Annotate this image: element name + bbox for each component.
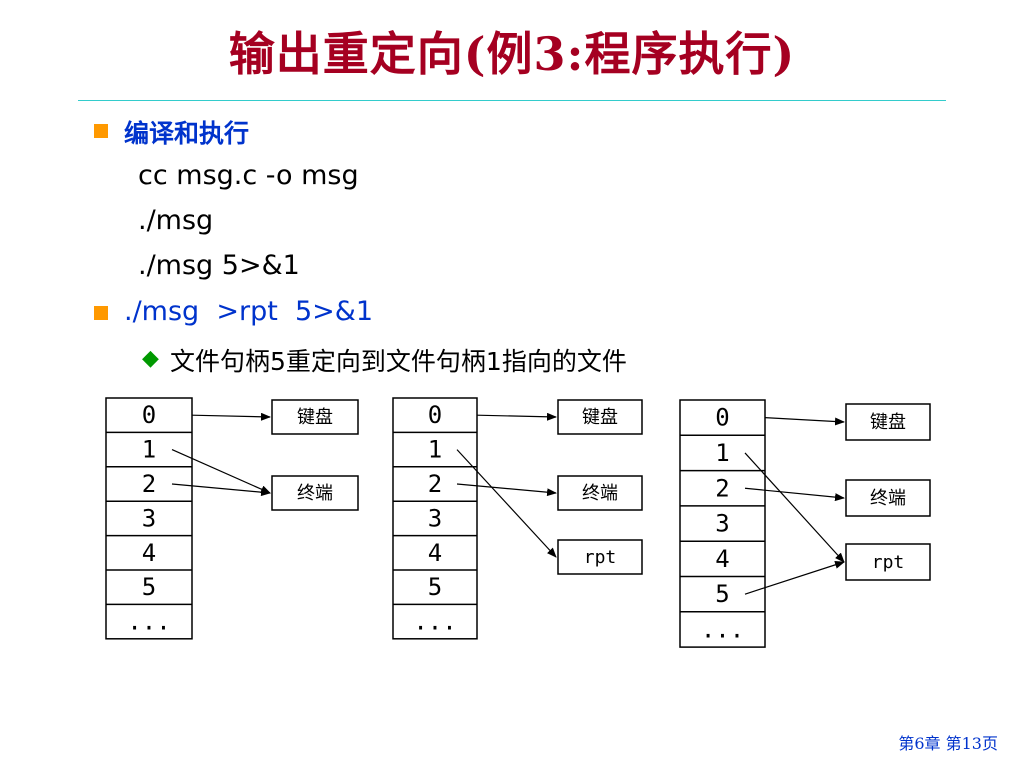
fd-cell-label: 4 [428,539,442,567]
redirect-arrow [744,452,845,563]
target-box [845,543,931,581]
page-footer: 第6章 第13页 [898,734,998,753]
fd-cell-label: 4 [715,545,729,573]
redirect-arrow [191,412,271,421]
target-box [845,479,931,517]
redirect-arrow [744,487,845,502]
target-box [557,399,643,435]
fd-cell-label: 2 [142,470,156,498]
redirect-arrow [456,483,557,497]
redirect-arrow [171,483,271,497]
fd-cell-label: 3 [715,510,729,538]
fd-table [392,397,478,640]
fd-cell-label: ... [127,608,170,636]
fd-table [105,397,193,640]
fd-cell-label: 0 [142,401,156,429]
square-bullet-icon [94,124,108,138]
fd-cell-label: 2 [715,474,729,502]
fd-cell-label: 4 [142,539,156,567]
fd-cell-label: 3 [428,504,442,532]
command-line: ./msg 5>&1 [138,250,300,281]
target-label: 终端 [582,483,618,504]
fd-cell-label: 1 [428,436,442,464]
fd-table [679,399,766,648]
bullet-compile-run: 编译和执行 [124,119,250,148]
fd-cell-label: 2 [428,470,442,498]
fd-cell-label: ... [413,608,456,636]
diamond-bullet-icon: ◆ [142,346,159,371]
target-label: 键盘 [870,412,906,433]
target-label: 键盘 [297,407,333,428]
fd-cell-label: 3 [142,504,156,532]
redirect-arrow [171,449,271,494]
fd-cell-label: 1 [142,436,156,464]
square-bullet-icon [94,306,108,320]
target-label: rpt [872,552,905,573]
fd-cell-label: ... [701,615,744,643]
redirect-arrow [764,417,845,426]
command-line: cc msg.c -o msg [138,160,359,191]
target-label: 键盘 [582,407,618,428]
slide-title: 输出重定向(例3:程序执行) [228,27,796,81]
fd-cell-label: 5 [142,573,156,601]
target-box [557,475,643,511]
fd-cell-label: 5 [428,573,442,601]
fd-cell-label: 1 [715,439,729,467]
sub-bullet-explanation: 文件句柄5重定向到文件句柄1指向的文件 [170,347,627,376]
redirect-arrow [456,449,557,558]
target-box [845,403,931,441]
fd-cell-label: 0 [715,404,729,432]
title-divider [78,100,946,101]
target-label: rpt [584,547,617,568]
fd-cell-label: 0 [428,401,442,429]
bullet-redirect-command: ./msg >rpt 5>&1 [124,296,373,327]
command-line: ./msg [138,205,214,236]
target-box [271,399,359,435]
target-box [557,539,643,575]
target-box [271,475,359,511]
target-label: 终端 [870,488,906,509]
target-label: 终端 [297,483,333,504]
redirect-arrow [744,560,845,595]
redirect-arrow [476,412,557,421]
fd-cell-label: 5 [715,580,729,608]
